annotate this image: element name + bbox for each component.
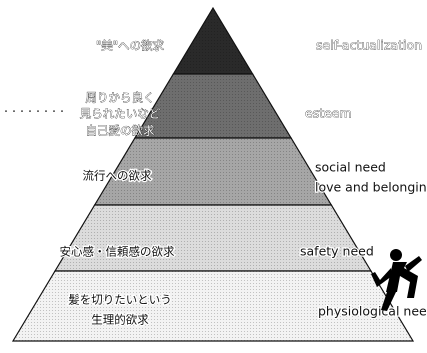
pyramid-level-texture-5 <box>13 271 413 341</box>
pyramid-layers: "美"への欲求 self-actualization 周りから良く見られたいなど自己… <box>11 6 427 342</box>
level-3-english-label: love and belonging <box>315 180 427 195</box>
pyramid-level-texture-2 <box>134 74 292 138</box>
climbing-person-icon <box>371 249 422 311</box>
level-4-japanese-label: 安心感・信頼感の欲求 <box>60 245 175 259</box>
pyramid-level-texture-1 <box>173 8 253 74</box>
level-2-japanese-label: 周りから良く <box>86 91 155 105</box>
level-1-japanese-label: "美"への欲求 <box>96 39 165 53</box>
level-3-japanese-label: 流行への欲求 <box>83 169 152 183</box>
level-5-english-label: physiological need <box>318 304 427 319</box>
level-2-japanese-label: 見られたいなど <box>80 107 161 121</box>
level-1-english-label: self-actualization <box>316 38 422 53</box>
level-3-english-label: social need <box>315 160 386 175</box>
level-5-japanese-label: 髪を切りたいという <box>68 293 172 307</box>
level-4-english-label: safety need <box>300 244 374 259</box>
pyramid-level-texture-3 <box>94 138 332 205</box>
pyramid-level-texture-4 <box>55 205 371 271</box>
level-2-english-label: esteem <box>305 106 352 121</box>
side-decoration-text: ・・・・・・・・ <box>2 107 66 116</box>
level-5-japanese-label: 生理的欲求 <box>91 313 149 327</box>
level-2-japanese-label: 自己愛の欲求 <box>86 124 155 138</box>
